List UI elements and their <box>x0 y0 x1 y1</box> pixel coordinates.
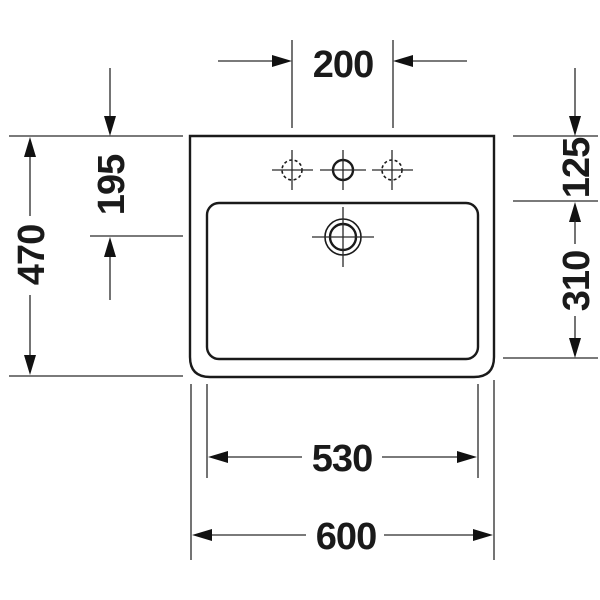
dimension-530: 530 <box>206 384 479 480</box>
dimension-200: 200 <box>218 40 467 128</box>
tap-hole-left-icon <box>272 150 313 190</box>
dimension-label-530: 530 <box>312 438 372 480</box>
dimension-600: 600 <box>190 380 495 560</box>
dimension-label-200: 200 <box>313 44 373 86</box>
dimension-470: 470 <box>9 135 183 377</box>
dimension-label-600: 600 <box>316 516 376 558</box>
tap-hole-center-icon <box>320 150 366 190</box>
dimension-label-310: 310 <box>556 251 598 311</box>
dimension-195: 195 <box>90 68 183 300</box>
tap-hole-right-icon <box>372 150 413 190</box>
dimension-label-195: 195 <box>91 154 133 215</box>
bowl-outline <box>205 201 480 361</box>
dimension-label-470: 470 <box>11 225 53 285</box>
dimension-310: 310 <box>503 202 598 359</box>
basin-outline <box>188 134 496 379</box>
dimension-125: 125 <box>513 68 598 202</box>
drain-icon <box>312 207 374 267</box>
dimension-label-125: 125 <box>556 137 598 198</box>
